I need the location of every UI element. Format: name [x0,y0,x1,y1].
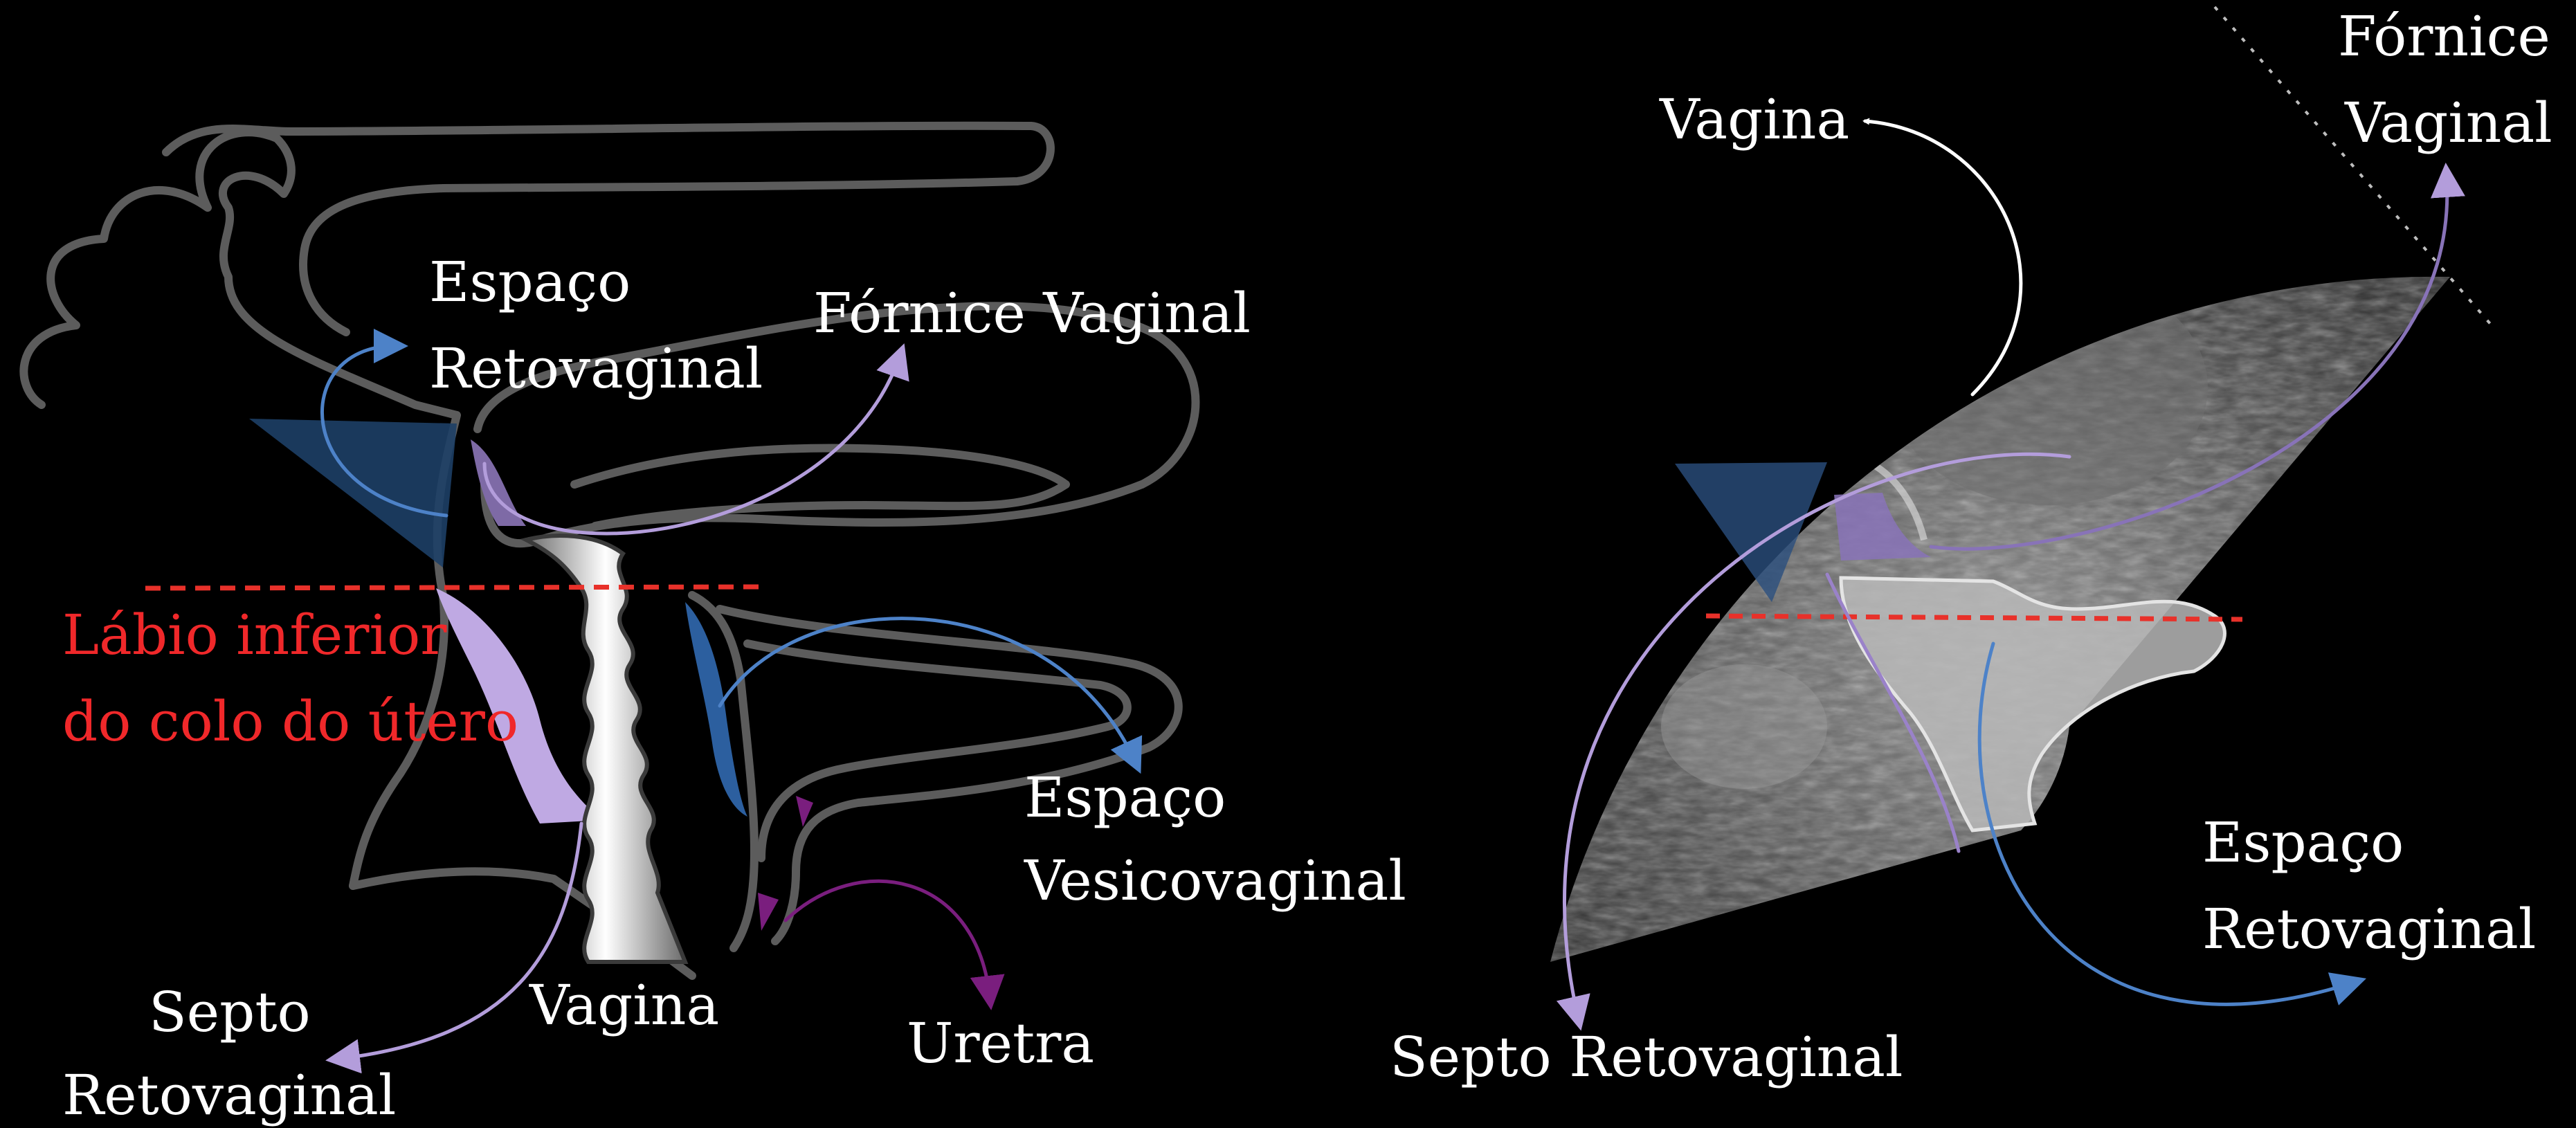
left-anatomical-diagram: Espaço Retovaginal Fórnice Vaginal Lábio… [24,126,1406,1127]
label-fornice-vaginal: Fórnice Vaginal [813,281,1251,345]
label-labio-inferior-2: do colo do útero [62,689,518,754]
label-septo-1: Septo [149,980,311,1044]
label-espaco-vesicovaginal-1: Espaço [1024,765,1226,830]
right-ultrasound-diagram: Vagina Fórnice Vaginal Espaço Retovagina… [1390,4,2552,1089]
vagina-region [526,536,685,962]
label-espaco-retovaginal-2: Retovaginal [429,336,763,401]
retovaginal-space-region [249,419,457,567]
us-label-fornice-1: Fórnice [2338,4,2550,69]
urethra-arrow [786,881,990,997]
us-label-espaco-1: Espaço [2202,810,2404,875]
lower-cervix-lip-line [145,587,761,588]
label-espaco-retovaginal-1: Espaço [429,250,631,314]
vesicovaginal-space-region [685,602,747,817]
label-uretra: Uretra [907,1011,1094,1075]
us-vagina-arrow [1865,121,2021,394]
label-espaco-vesicovaginal-2: Vesicovaginal [1024,848,1406,913]
label-septo-2: Retovaginal [62,1063,396,1127]
us-label-espaco-2: Retovaginal [2202,897,2536,961]
label-labio-inferior-1: Lábio inferior [62,603,447,667]
label-vagina-left: Vagina [529,973,719,1037]
us-label-fornice-2: Vaginal [2344,91,2552,155]
us-label-vagina: Vagina [1659,87,1849,152]
us-label-septo: Septo Retovaginal [1390,1025,1903,1089]
